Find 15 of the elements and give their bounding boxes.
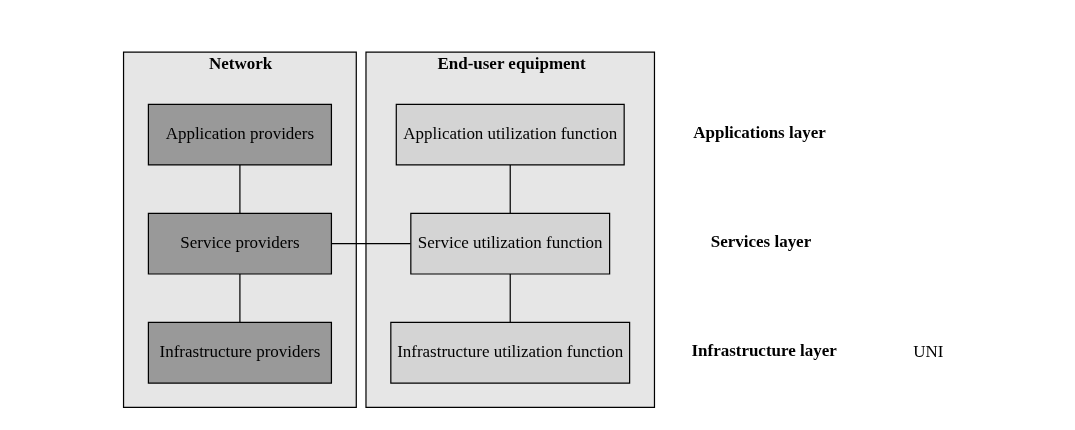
connector <box>331 243 412 245</box>
node-box: Service providers <box>147 212 333 275</box>
node-box: Infrastructure utilization function <box>390 321 631 384</box>
node-box: Application providers <box>147 103 333 166</box>
connector <box>239 164 241 214</box>
connector <box>239 273 241 324</box>
connector <box>509 273 511 324</box>
connector <box>509 164 511 214</box>
label: Services layer <box>710 231 812 251</box>
label: Infrastructure layer <box>691 341 837 361</box>
node-box: Infrastructure providers <box>147 321 333 384</box>
node-box: Application utilization function <box>395 103 625 166</box>
label: UNI <box>913 342 944 362</box>
node-box: Service utilization function <box>410 212 611 275</box>
label: Applications layer <box>693 122 826 142</box>
